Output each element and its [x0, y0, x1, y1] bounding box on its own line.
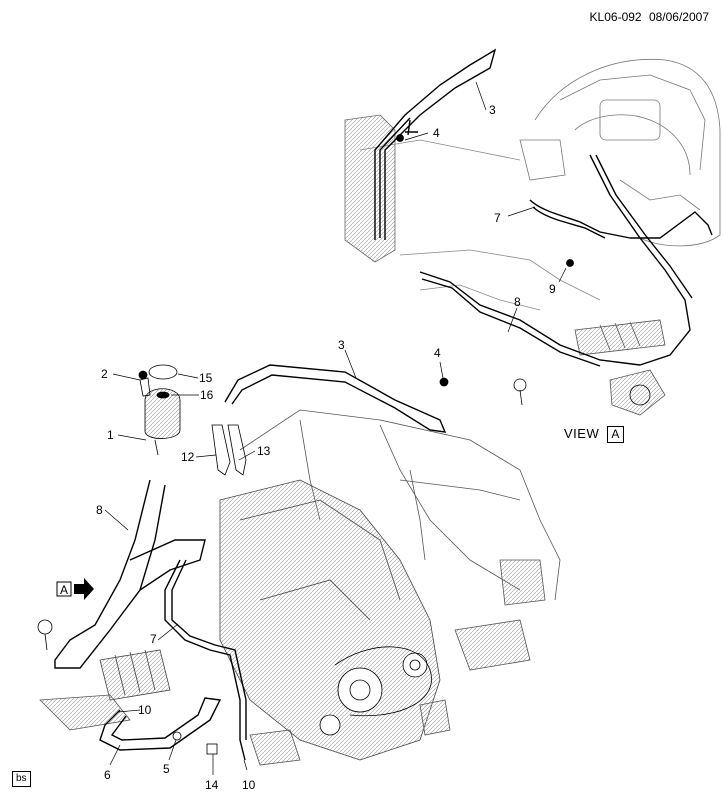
callout-16: 16 [200, 388, 214, 402]
drawing-code: KL06-092 [589, 10, 642, 24]
callout-13: 13 [257, 444, 271, 458]
corner-tag: bs [12, 771, 31, 787]
view-arrow: A [56, 578, 94, 600]
callout-4-upper: 4 [433, 126, 440, 140]
callout-2: 2 [101, 367, 108, 381]
callout-8-lower: 8 [96, 503, 103, 517]
view-label: VIEW A [564, 426, 624, 443]
callout-14: 14 [205, 778, 219, 792]
callouts-lower: 2 15 16 1 12 13 3 4 8 7 10 6 5 14 10 [96, 338, 441, 792]
callout-6: 6 [104, 768, 111, 782]
callout-12: 12 [181, 450, 195, 464]
callout-10-left: 10 [138, 703, 152, 717]
drawing-id: KL06-092 08/06/2007 [590, 10, 709, 24]
view-a-detail [344, 48, 721, 416]
callout-3-lower: 3 [338, 338, 345, 352]
callout-7-lower: 7 [150, 632, 157, 646]
callout-9-upper: 9 [549, 282, 556, 296]
callout-3-upper: 3 [489, 103, 496, 117]
callout-15: 15 [199, 371, 213, 385]
view-letter: A [607, 426, 624, 443]
callout-7-upper: 7 [494, 211, 501, 225]
drawing-date: 08/06/2007 [648, 10, 709, 24]
callout-4-lower: 4 [434, 346, 441, 360]
callout-1: 1 [107, 428, 114, 442]
callout-5: 5 [163, 762, 170, 776]
main-assembly [37, 349, 561, 775]
callouts-upper: 3 4 7 9 8 [433, 103, 556, 309]
callout-10-bottom: 10 [242, 778, 256, 792]
arrow-letter: A [60, 583, 68, 597]
callout-8-upper: 8 [514, 295, 521, 309]
view-text: VIEW [564, 426, 600, 441]
